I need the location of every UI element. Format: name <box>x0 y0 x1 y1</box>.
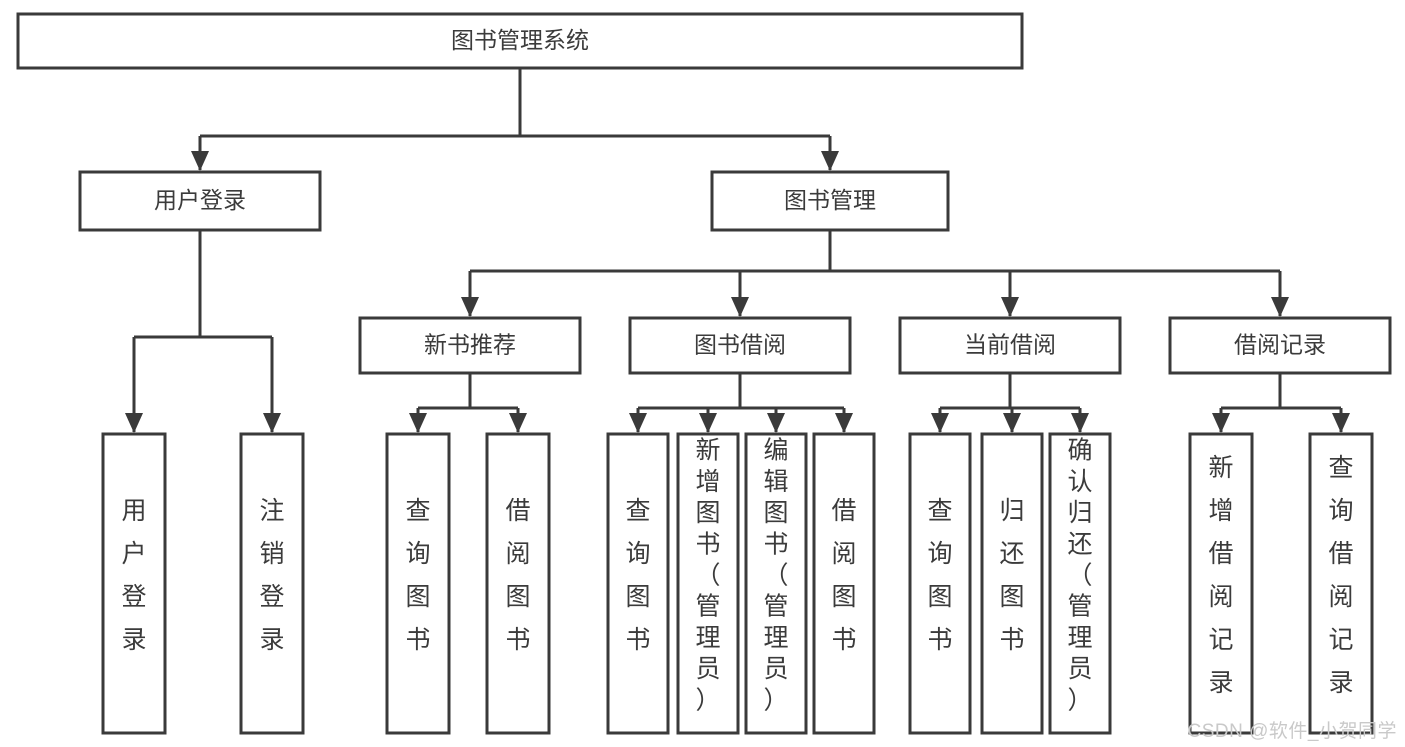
leaf-node[interactable]: 查询图书 <box>908 432 972 735</box>
arrow-head-icon <box>409 413 427 433</box>
connector-layer <box>125 68 1350 433</box>
level3-node-label: 当前借阅 <box>964 332 1056 358</box>
leaf-node-label: 查询图书 <box>625 497 650 654</box>
leaf-node[interactable]: 归还图书 <box>980 432 1044 735</box>
level3-node-label: 图书借阅 <box>694 332 786 358</box>
leaf-node[interactable]: 新增借阅记录 <box>1188 432 1254 735</box>
leaf-node[interactable]: 查询图书 <box>606 432 670 735</box>
arrow-head-icon <box>731 297 749 317</box>
leaf-node[interactable]: 用户登录 <box>101 432 167 735</box>
level3-node-rect <box>358 316 582 375</box>
leaf-node-label: 查询图书 <box>405 497 430 654</box>
arrow-head-icon <box>931 413 949 433</box>
leaf-node-rect <box>485 432 551 735</box>
level3-node-rect <box>898 316 1122 375</box>
level2-node[interactable]: 图书管理 <box>710 170 950 232</box>
leaf-node-rect <box>1188 432 1254 735</box>
level2-node-label: 用户登录 <box>154 187 246 213</box>
leaf-node[interactable]: 借阅图书 <box>485 432 551 735</box>
level3-node-rect <box>1168 316 1392 375</box>
arrow-head-icon <box>1271 297 1289 317</box>
leaf-node-label: 新增图书（管理员） <box>695 437 720 715</box>
leaf-node-label: 借阅图书 <box>505 497 530 654</box>
root-node-label: 图书管理系统 <box>451 27 589 53</box>
leaf-node-rect <box>1048 432 1112 735</box>
level3-node[interactable]: 当前借阅 <box>898 316 1122 375</box>
level2-node-rect <box>710 170 950 232</box>
arrow-head-icon <box>125 413 143 433</box>
leaf-node-rect <box>980 432 1044 735</box>
leaf-node[interactable]: 编辑图书（管理员） <box>744 432 808 735</box>
leaf-node-label: 确认归还（管理员） <box>1067 437 1092 715</box>
arrow-head-icon <box>821 151 839 171</box>
root-node-rect <box>16 12 1024 70</box>
leaf-node-label: 查询借阅记录 <box>1328 454 1353 697</box>
leaf-node-label: 新增借阅记录 <box>1208 454 1233 697</box>
level3-node[interactable]: 借阅记录 <box>1168 316 1392 375</box>
leaf-node-rect <box>744 432 808 735</box>
arrow-head-icon <box>461 297 479 317</box>
leaf-node-label: 查询图书 <box>927 497 952 654</box>
leaf-node[interactable]: 查询图书 <box>385 432 451 735</box>
leaf-node-label: 注销登录 <box>259 497 284 654</box>
arrow-head-icon <box>1003 413 1021 433</box>
leaf-node[interactable]: 注销登录 <box>239 432 305 735</box>
leaf-node-rect <box>385 432 451 735</box>
level2-node-rect <box>78 170 322 232</box>
arrow-head-icon <box>263 413 281 433</box>
level3-node[interactable]: 新书推荐 <box>358 316 582 375</box>
leaf-node-label: 借阅图书 <box>831 497 856 654</box>
leaf-node-rect <box>676 432 740 735</box>
leaf-node[interactable]: 借阅图书 <box>812 432 876 735</box>
arrow-head-icon <box>1212 413 1230 433</box>
leaf-node[interactable]: 查询借阅记录 <box>1308 432 1374 735</box>
leaf-node[interactable]: 新增图书（管理员） <box>676 432 740 735</box>
leaf-node-rect <box>239 432 305 735</box>
node-layer: 图书管理系统用户登录图书管理新书推荐图书借阅当前借阅借阅记录用户登录注销登录查询… <box>16 12 1392 735</box>
level3-node[interactable]: 图书借阅 <box>628 316 852 375</box>
leaf-node-label: 归还图书 <box>999 497 1024 654</box>
leaf-node-rect <box>101 432 167 735</box>
arrow-head-icon <box>699 413 717 433</box>
arrow-head-icon <box>767 413 785 433</box>
leaf-node-label: 编辑图书（管理员） <box>763 437 788 715</box>
arrow-head-icon <box>629 413 647 433</box>
leaf-node[interactable]: 确认归还（管理员） <box>1048 432 1112 735</box>
arrow-head-icon <box>191 151 209 171</box>
arrow-head-icon <box>1001 297 1019 317</box>
arrow-head-icon <box>1071 413 1089 433</box>
leaf-node-label: 用户登录 <box>121 497 146 654</box>
level3-node-label: 借阅记录 <box>1234 332 1326 358</box>
leaf-node-rect <box>812 432 876 735</box>
level2-node-label: 图书管理 <box>784 187 876 213</box>
leaf-node-rect <box>908 432 972 735</box>
leaf-node-rect <box>606 432 670 735</box>
arrow-head-icon <box>1332 413 1350 433</box>
root-node[interactable]: 图书管理系统 <box>16 12 1024 70</box>
arrow-head-icon <box>509 413 527 433</box>
leaf-node-rect <box>1308 432 1374 735</box>
level2-node[interactable]: 用户登录 <box>78 170 322 232</box>
arrow-head-icon <box>835 413 853 433</box>
level3-node-rect <box>628 316 852 375</box>
level3-node-label: 新书推荐 <box>424 332 516 358</box>
